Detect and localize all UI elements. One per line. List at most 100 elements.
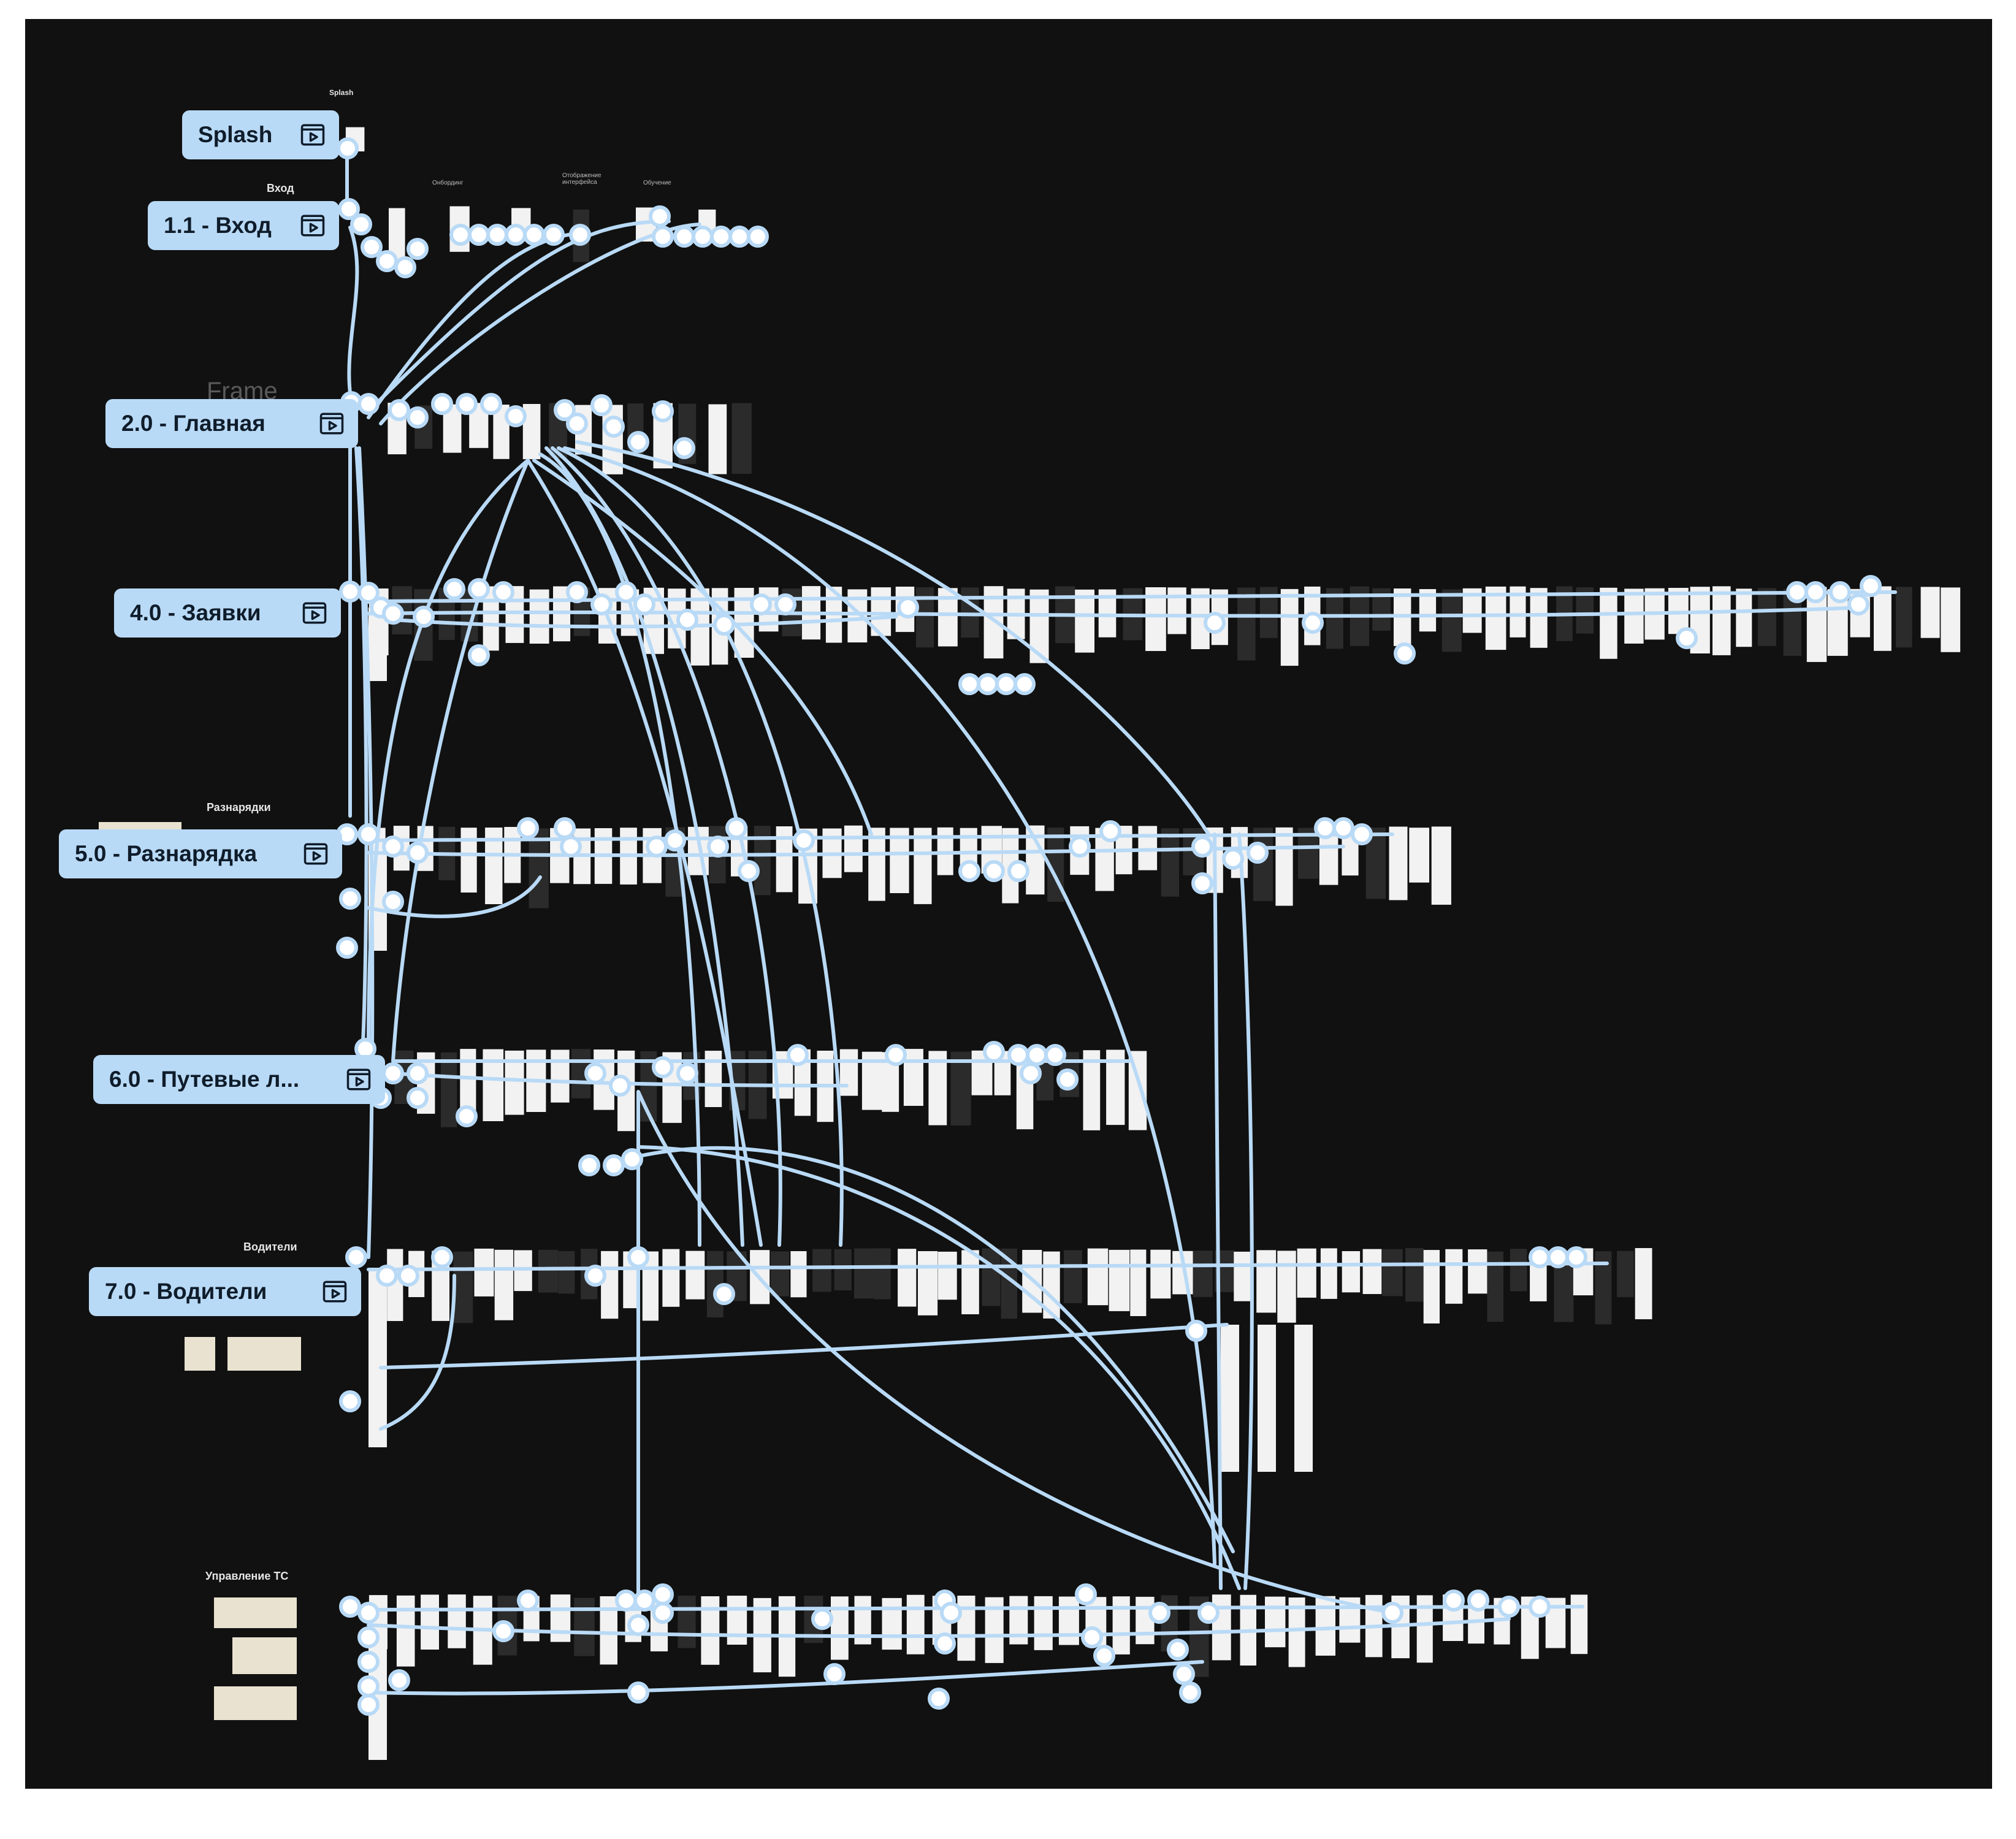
screen-thumbnail bbox=[1941, 587, 1961, 652]
connection-node bbox=[983, 1041, 1005, 1063]
connection-node bbox=[456, 393, 478, 415]
prototype-connection bbox=[367, 219, 671, 413]
flow-start-label: Splash bbox=[198, 122, 273, 147]
connection-node bbox=[382, 603, 404, 625]
flow-start-waybills[interactable]: 6.0 - Путевые л... bbox=[93, 1055, 385, 1104]
connection-node bbox=[1173, 1663, 1195, 1685]
connection-node bbox=[338, 198, 360, 220]
section-title-login: Вход bbox=[267, 182, 294, 194]
connection-node bbox=[1191, 836, 1213, 858]
connection-node bbox=[336, 937, 358, 959]
screen-thumbnail bbox=[1083, 1050, 1101, 1130]
connection-node bbox=[339, 1390, 361, 1412]
screen-thumbnail bbox=[1895, 587, 1912, 648]
screen-thumbnail bbox=[1297, 1248, 1316, 1298]
screen-thumbnail bbox=[844, 825, 863, 872]
screen-thumbnail bbox=[1109, 1249, 1130, 1311]
flow-start-main[interactable]: 2.0 - Главная bbox=[105, 399, 358, 448]
play-frame-icon bbox=[302, 602, 327, 624]
connection-node bbox=[1099, 820, 1121, 842]
connection-node bbox=[652, 1602, 674, 1624]
connection-node bbox=[676, 609, 698, 631]
flow-start-login[interactable]: 1.1 - Вход bbox=[148, 201, 339, 250]
connection-node bbox=[566, 581, 588, 603]
prototype-connection bbox=[1237, 832, 1254, 1590]
connection-node bbox=[627, 1246, 649, 1268]
screen-thumbnail bbox=[1193, 1251, 1213, 1297]
screen-thumbnail bbox=[961, 587, 979, 638]
connection-node bbox=[621, 1148, 643, 1170]
screen-thumbnail bbox=[1167, 587, 1186, 634]
connection-node bbox=[1467, 1590, 1489, 1612]
connection-node bbox=[646, 836, 668, 858]
flow-start-drivers[interactable]: 7.0 - Водители bbox=[89, 1267, 361, 1316]
flow-canvas[interactable]: Splash Вход Frame Разнарядки Водители Уп… bbox=[25, 19, 1992, 1789]
connection-node bbox=[590, 394, 613, 416]
play-frame-icon bbox=[300, 124, 325, 146]
connection-node bbox=[468, 644, 490, 666]
screen-thumbnail bbox=[918, 1251, 938, 1315]
connection-node bbox=[357, 823, 380, 845]
connection-node bbox=[517, 817, 539, 839]
prototype-connection bbox=[367, 845, 1345, 858]
connection-node bbox=[958, 673, 980, 695]
flow-start-assignments[interactable]: 5.0 - Разнарядка bbox=[59, 829, 342, 878]
screen-thumbnail bbox=[685, 1251, 705, 1300]
screen-thumbnail bbox=[1485, 586, 1506, 650]
connection-node bbox=[1191, 872, 1213, 894]
screen-thumbnail bbox=[1600, 587, 1617, 659]
connection-node bbox=[449, 224, 472, 246]
reference-image bbox=[227, 1337, 301, 1371]
screen-thumbnail bbox=[1058, 1596, 1079, 1645]
screen-thumbnail bbox=[1510, 1249, 1527, 1292]
connection-node bbox=[486, 224, 508, 246]
screen-thumbnail bbox=[529, 589, 549, 644]
frame-title-onboarding: Онбординг bbox=[432, 180, 464, 186]
screen-thumbnail bbox=[1277, 1251, 1296, 1323]
screen-thumbnail bbox=[1087, 1248, 1109, 1306]
connection-node bbox=[1565, 1246, 1587, 1268]
connection-node bbox=[397, 1265, 419, 1287]
connection-node bbox=[357, 393, 380, 415]
connection-node bbox=[1443, 1590, 1465, 1612]
screen-thumbnail bbox=[771, 1251, 789, 1296]
connection-node bbox=[517, 1590, 539, 1612]
connection-node bbox=[431, 393, 453, 415]
screen-thumbnail bbox=[1342, 1251, 1361, 1293]
connection-node bbox=[934, 1632, 956, 1654]
screen-thumbnail bbox=[882, 1597, 902, 1650]
frame-title-training: Обучение bbox=[643, 180, 671, 186]
prototype-connection bbox=[391, 615, 898, 629]
connection-node bbox=[357, 582, 380, 604]
screen-thumbnail bbox=[950, 1051, 971, 1125]
screen-thumbnail bbox=[914, 828, 932, 904]
reference-image bbox=[214, 1597, 297, 1628]
connection-node bbox=[1314, 817, 1336, 839]
screen-thumbnail bbox=[1294, 1325, 1313, 1472]
flow-start-requests[interactable]: 4.0 - Заявки bbox=[114, 588, 341, 638]
screen-thumbnail bbox=[1530, 588, 1548, 648]
connection-node bbox=[713, 614, 735, 636]
connection-node bbox=[480, 393, 502, 415]
connection-node bbox=[707, 836, 729, 858]
play-frame-icon bbox=[304, 843, 328, 865]
screen-thumbnail bbox=[558, 1251, 575, 1294]
prototype-connection bbox=[544, 446, 744, 1247]
connection-node bbox=[492, 581, 514, 603]
connection-node bbox=[339, 888, 361, 910]
connection-node bbox=[407, 406, 429, 428]
connection-node bbox=[633, 593, 655, 615]
connection-node bbox=[627, 1614, 649, 1636]
screen-thumbnail bbox=[1320, 1248, 1337, 1299]
reference-image bbox=[232, 1637, 297, 1674]
connection-node bbox=[995, 673, 1017, 695]
screen-thumbnail bbox=[1237, 587, 1256, 661]
screen-thumbnail bbox=[421, 1594, 439, 1650]
prototype-connection bbox=[354, 446, 368, 1057]
screen-thumbnail bbox=[1409, 828, 1429, 883]
screen-thumbnail bbox=[1635, 1248, 1652, 1320]
screen-thumbnail bbox=[1441, 589, 1462, 652]
prototype-connection bbox=[379, 1323, 1229, 1369]
prototype-connection bbox=[367, 875, 542, 918]
flow-start-splash[interactable]: Splash bbox=[182, 110, 339, 159]
